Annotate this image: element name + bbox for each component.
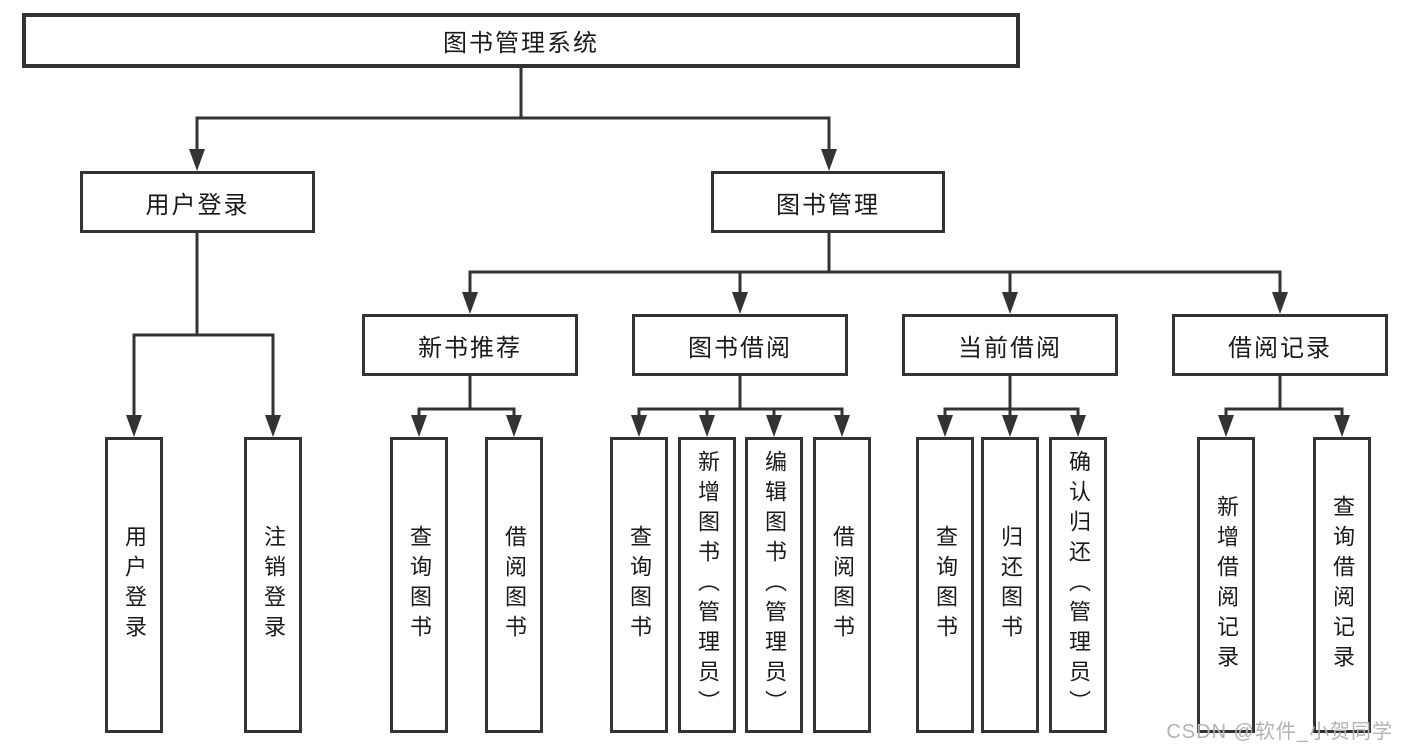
node-leaf-confirm-return-admin: 确认归还（管理员） xyxy=(1049,437,1107,733)
node-leaf-return-book: 归还图书 xyxy=(981,437,1039,733)
node-borrow-records: 借阅记录 xyxy=(1172,314,1388,376)
node-leaf-query-borrow-record: 查询借阅记录 xyxy=(1313,437,1371,733)
node-leaf-add-borrow-record: 新增借阅记录 xyxy=(1197,437,1255,733)
node-root: 图书管理系统 xyxy=(22,13,1020,68)
node-user-login: 用户登录 xyxy=(80,171,315,233)
connector-recommend-split xyxy=(411,376,522,437)
node-leaf-query-books-recommend: 查询图书 xyxy=(390,437,448,733)
node-new-book-recommend-label: 新书推荐 xyxy=(418,334,522,362)
node-new-book-recommend: 新书推荐 xyxy=(362,314,578,376)
node-leaf-query-books-current-label: 查询图书 xyxy=(933,525,958,645)
node-book-borrow: 图书借阅 xyxy=(632,314,848,376)
node-leaf-add-borrow-record-label: 新增借阅记录 xyxy=(1214,495,1239,675)
connector-records-split xyxy=(1218,376,1350,437)
watermark: CSDN @软件_小贺同学 xyxy=(1166,721,1393,743)
node-leaf-user-login-label: 用户登录 xyxy=(122,525,147,645)
connector-login-split xyxy=(126,233,281,437)
connector-mgmt-split xyxy=(462,233,1288,314)
node-leaf-edit-book-admin: 编辑图书（管理员） xyxy=(745,437,803,733)
node-current-borrow: 当前借阅 xyxy=(902,314,1118,376)
node-borrow-records-label: 借阅记录 xyxy=(1228,334,1332,362)
node-leaf-query-books-borrow-label: 查询图书 xyxy=(627,525,652,645)
node-leaf-borrow-books: 借阅图书 xyxy=(813,437,871,733)
node-book-mgmt: 图书管理 xyxy=(711,171,945,233)
node-leaf-query-books-borrow: 查询图书 xyxy=(610,437,668,733)
connector-current-split xyxy=(937,376,1086,437)
node-user-login-label: 用户登录 xyxy=(145,191,250,219)
node-leaf-query-books-current: 查询图书 xyxy=(916,437,974,733)
connector-borrow-split xyxy=(631,376,850,437)
node-leaf-edit-book-admin-label: 编辑图书（管理员） xyxy=(762,450,787,720)
node-leaf-logout: 注销登录 xyxy=(244,437,302,733)
node-leaf-query-books-recommend-label: 查询图书 xyxy=(407,525,432,645)
node-leaf-borrow-books-recommend: 借阅图书 xyxy=(485,437,543,733)
node-leaf-borrow-books-recommend-label: 借阅图书 xyxy=(502,525,527,645)
node-leaf-borrow-books-label: 借阅图书 xyxy=(830,525,855,645)
node-book-borrow-label: 图书借阅 xyxy=(688,334,792,362)
node-leaf-add-book-admin: 新增图书（管理员） xyxy=(678,437,736,733)
node-leaf-user-login: 用户登录 xyxy=(105,437,163,733)
node-leaf-add-book-admin-label: 新增图书（管理员） xyxy=(695,450,720,720)
node-current-borrow-label: 当前借阅 xyxy=(958,334,1062,362)
node-leaf-logout-label: 注销登录 xyxy=(261,525,286,645)
node-book-mgmt-label: 图书管理 xyxy=(776,191,880,219)
connector-root-split xyxy=(189,68,837,171)
node-leaf-query-borrow-record-label: 查询借阅记录 xyxy=(1330,495,1355,675)
node-leaf-confirm-return-admin-label: 确认归还（管理员） xyxy=(1066,450,1091,720)
node-leaf-return-book-label: 归还图书 xyxy=(998,525,1023,645)
node-root-label: 图书管理系统 xyxy=(443,30,599,57)
